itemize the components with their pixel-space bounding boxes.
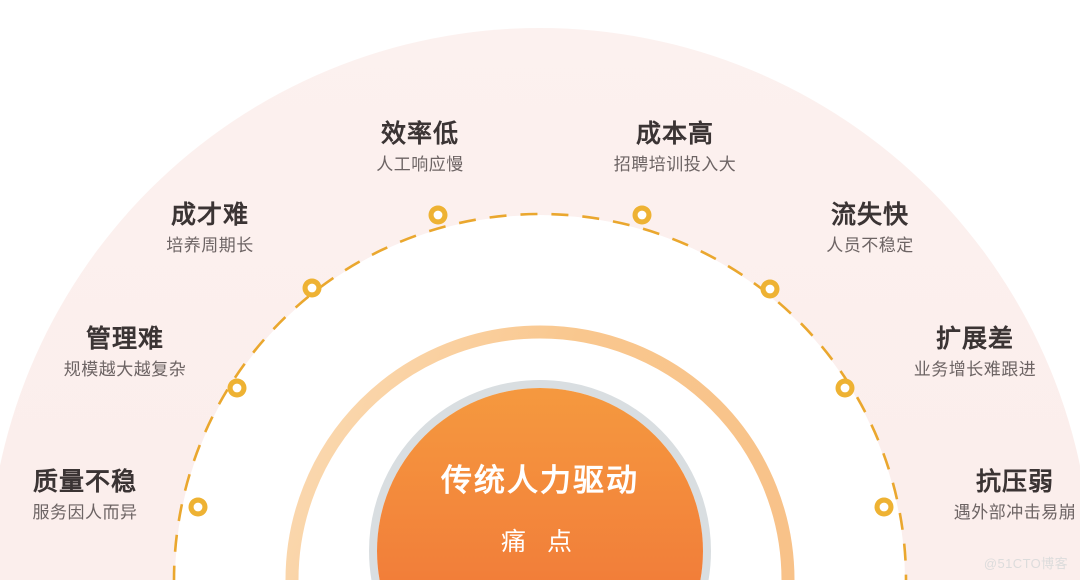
pain-point-label-liushikuai: 流失快 人员不稳定 bbox=[765, 201, 975, 255]
marker-dot-kuozhancha[interactable] bbox=[835, 378, 855, 398]
marker-dot-guanlinan[interactable] bbox=[227, 378, 247, 398]
pain-point-title: 流失快 bbox=[830, 201, 909, 229]
pain-point-label-zhiliangbuwen: 质量不稳 服务因人而异 bbox=[0, 468, 180, 522]
marker-dot-chengcainan[interactable] bbox=[302, 278, 322, 298]
pain-point-label-chengbengao: 成本高 招聘培训投入大 bbox=[530, 120, 820, 174]
pain-point-label-chengcainan: 成才难 培养周期长 bbox=[105, 201, 315, 255]
marker-dot-liushikuai[interactable] bbox=[760, 279, 780, 299]
pain-point-sub: 遇外部冲击易崩 bbox=[953, 503, 1077, 522]
core-outline-ring bbox=[369, 380, 711, 580]
pain-point-title: 成本高 bbox=[635, 120, 714, 148]
pain-point-sub: 业务增长难跟进 bbox=[913, 360, 1037, 379]
solid-orange-arc bbox=[285, 325, 795, 580]
pain-point-sub: 人工响应慢 bbox=[376, 155, 464, 174]
pain-point-title: 效率低 bbox=[380, 120, 459, 148]
pain-point-label-kuozhancha: 扩展差 业务增长难跟进 bbox=[870, 325, 1080, 379]
pain-point-sub: 招聘培训投入大 bbox=[613, 155, 737, 174]
pain-point-sub: 培养周期长 bbox=[166, 236, 254, 255]
pain-point-label-guanlinan: 管理难 规模越大越复杂 bbox=[20, 325, 230, 379]
marker-dot-kangyaruo[interactable] bbox=[874, 497, 894, 517]
marker-dots bbox=[188, 205, 894, 517]
pain-point-title: 质量不稳 bbox=[32, 468, 137, 496]
marker-dot-zhiliangbuwen[interactable] bbox=[188, 497, 208, 517]
pain-point-sub: 服务因人而异 bbox=[32, 503, 138, 522]
core-disc bbox=[377, 388, 703, 580]
watermark: @51CTO博客 bbox=[983, 556, 1068, 571]
pain-point-title: 管理难 bbox=[85, 325, 164, 353]
pain-point-title: 成才难 bbox=[170, 201, 249, 229]
pain-point-sub: 人员不稳定 bbox=[826, 236, 914, 255]
marker-dot-xiaolvdi[interactable] bbox=[428, 205, 448, 225]
pain-point-title: 抗压弱 bbox=[975, 468, 1054, 496]
pain-point-label-xiaolvdi: 效率低 人工响应慢 bbox=[275, 120, 565, 174]
marker-dot-chengbengao[interactable] bbox=[632, 205, 652, 225]
pain-point-title: 扩展差 bbox=[935, 325, 1014, 353]
pain-point-label-kangyaruo: 抗压弱 遇外部冲击易崩 bbox=[915, 468, 1080, 522]
pain-point-sub: 规模越大越复杂 bbox=[63, 360, 187, 379]
